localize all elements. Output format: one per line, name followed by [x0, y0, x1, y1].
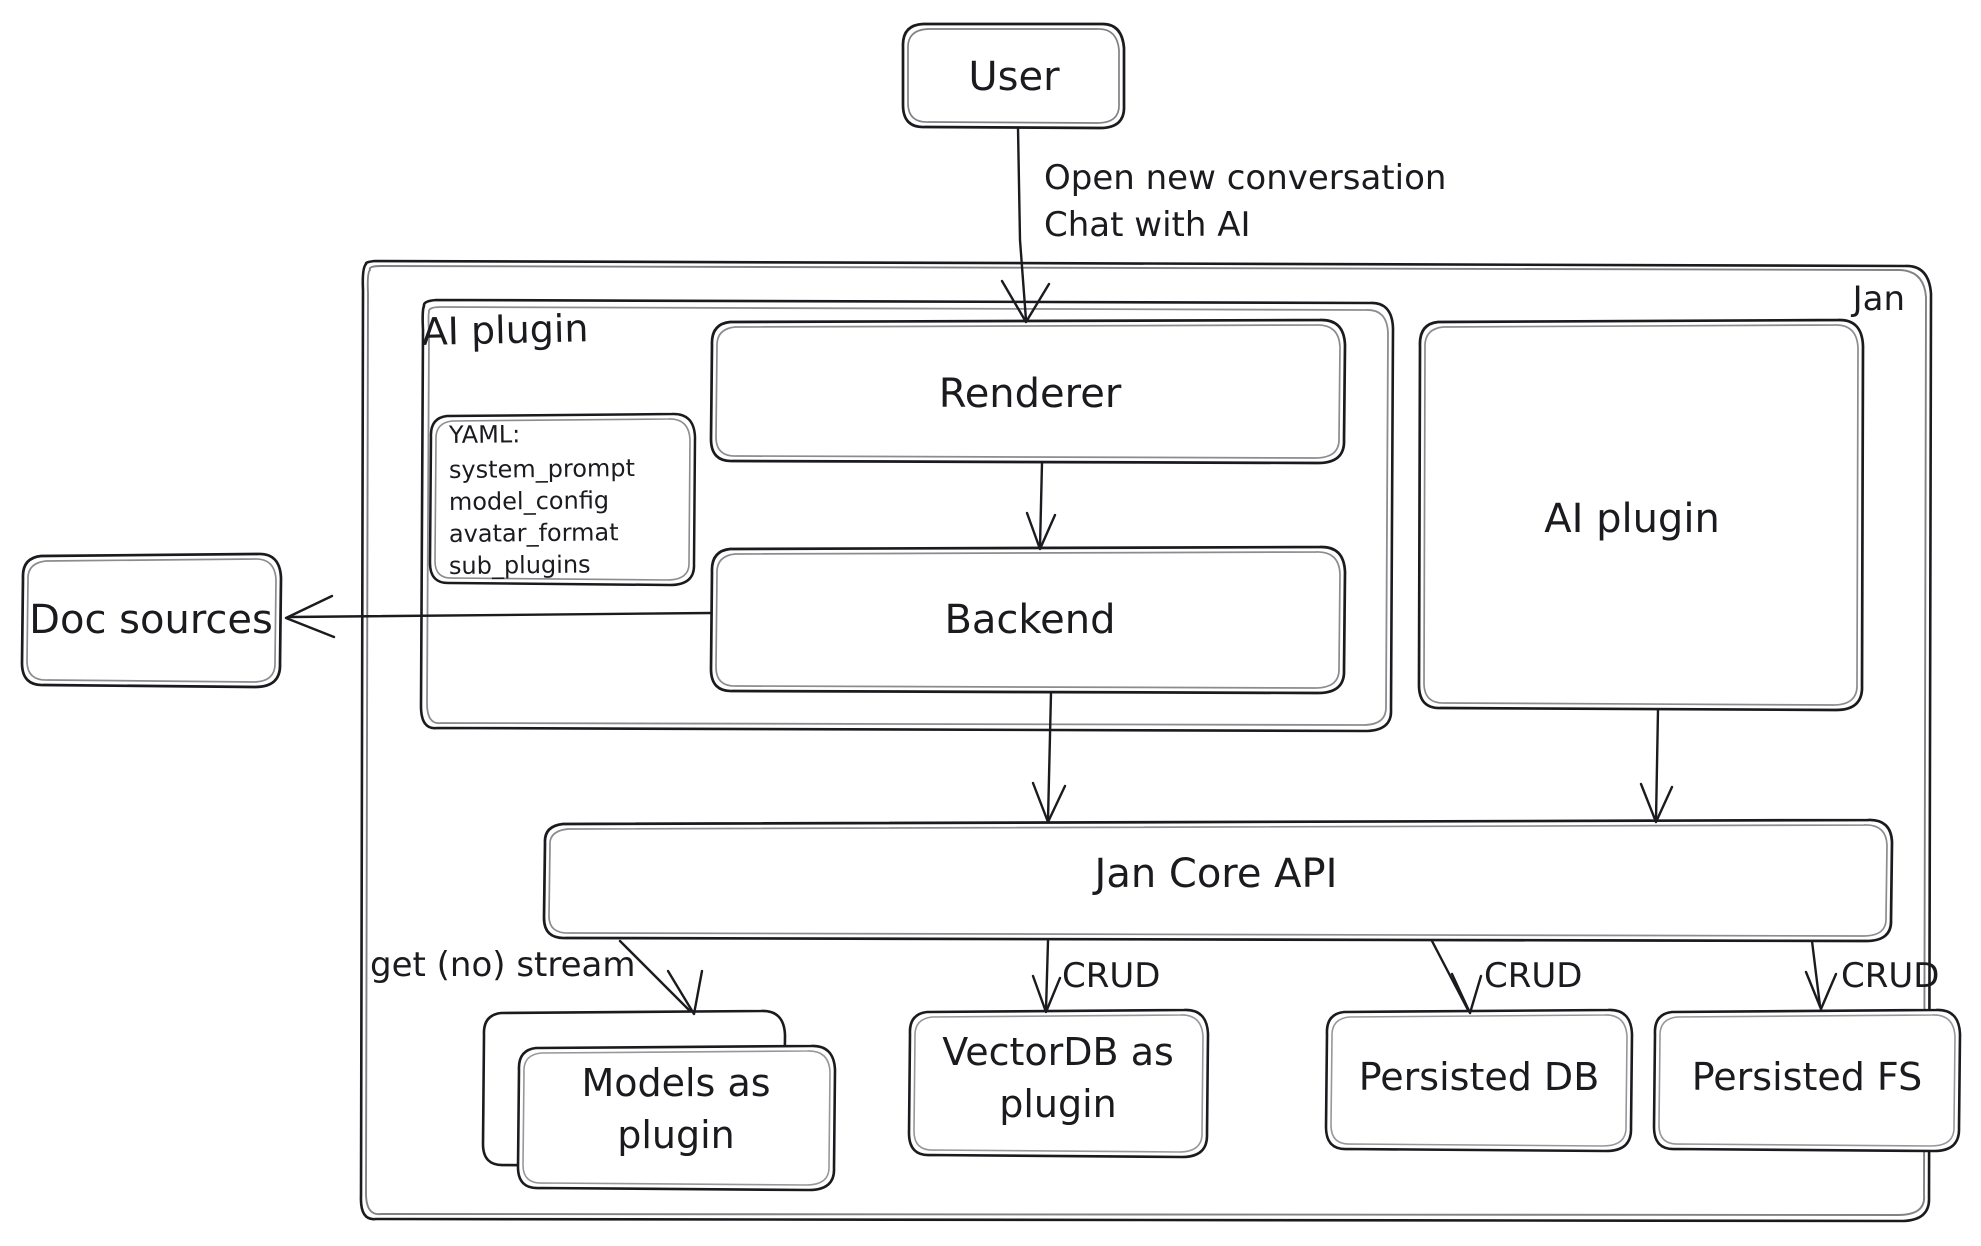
- node-doc-sources[interactable]: [20, 552, 283, 689]
- edge-core-to-fs: [1804, 939, 1838, 1011]
- edge-core-to-db: [1430, 939, 1483, 1015]
- backend-label: Backend: [944, 597, 1115, 643]
- edge-ai-plugin-to-core: [1639, 708, 1674, 824]
- user-label: User: [968, 54, 1060, 100]
- yaml-line-3: avatar_format: [449, 518, 619, 548]
- doc-sources-label: Doc sources: [29, 597, 273, 643]
- yaml-line-1: system_prompt: [449, 454, 635, 484]
- edge-core-to-vectordb-label: CRUD: [1062, 956, 1160, 996]
- node-persisted-fs[interactable]: [1652, 1008, 1962, 1153]
- node-yaml-box: [428, 412, 697, 587]
- node-ai-plugin-right[interactable]: [1417, 318, 1865, 712]
- edge-user-to-renderer-label-line2: Chat with AI: [1044, 205, 1251, 245]
- edge-renderer-to-backend: [1025, 461, 1057, 551]
- yaml-line-4: sub_plugins: [449, 551, 591, 580]
- node-renderer[interactable]: [709, 318, 1347, 465]
- edge-backend-to-doc-sources: [284, 594, 713, 639]
- persisted-fs-label: Persisted FS: [1692, 1055, 1923, 1099]
- edge-core-to-vectordb: [1031, 939, 1062, 1014]
- edge-core-to-db-label: CRUD: [1484, 956, 1582, 996]
- node-jan-container: [359, 259, 1933, 1223]
- edge-core-to-models: [618, 939, 704, 1016]
- yaml-line-0: YAML:: [448, 420, 521, 449]
- yaml-box-text: YAML: system_prompt model_config avatar_…: [448, 420, 635, 580]
- models-plugin-label-line1: Models as: [581, 1061, 770, 1105]
- edge-user-to-renderer: [1000, 126, 1051, 324]
- node-backend[interactable]: [709, 545, 1347, 695]
- edge-backend-to-core: [1031, 691, 1067, 824]
- edge-core-to-models-label: get (no) stream: [370, 945, 635, 985]
- node-vectordb-plugin[interactable]: [907, 1008, 1210, 1159]
- persisted-db-label: Persisted DB: [1359, 1055, 1600, 1099]
- node-ai-plugin-group: [419, 298, 1395, 733]
- node-models-plugin[interactable]: [481, 1009, 837, 1192]
- renderer-label: Renderer: [939, 371, 1122, 417]
- ai-plugin-group-label: AI plugin: [421, 306, 589, 354]
- jan-core-api-label: Jan Core API: [1092, 851, 1338, 897]
- ai-plugin-right-label: AI plugin: [1544, 496, 1720, 542]
- node-persisted-db[interactable]: [1324, 1008, 1634, 1153]
- vectordb-plugin-label-line2: plugin: [999, 1082, 1117, 1126]
- edge-user-to-renderer-label-line1: Open new conversation: [1044, 158, 1446, 198]
- yaml-line-2: model_config: [449, 486, 609, 516]
- edge-core-to-fs-label: CRUD: [1841, 956, 1939, 996]
- models-plugin-label-line2: plugin: [617, 1113, 735, 1157]
- node-jan-core-api[interactable]: [542, 818, 1894, 943]
- vectordb-plugin-label-line1: VectorDB as: [942, 1030, 1174, 1074]
- node-user[interactable]: [901, 22, 1126, 130]
- jan-container-label: Jan: [1851, 279, 1905, 319]
